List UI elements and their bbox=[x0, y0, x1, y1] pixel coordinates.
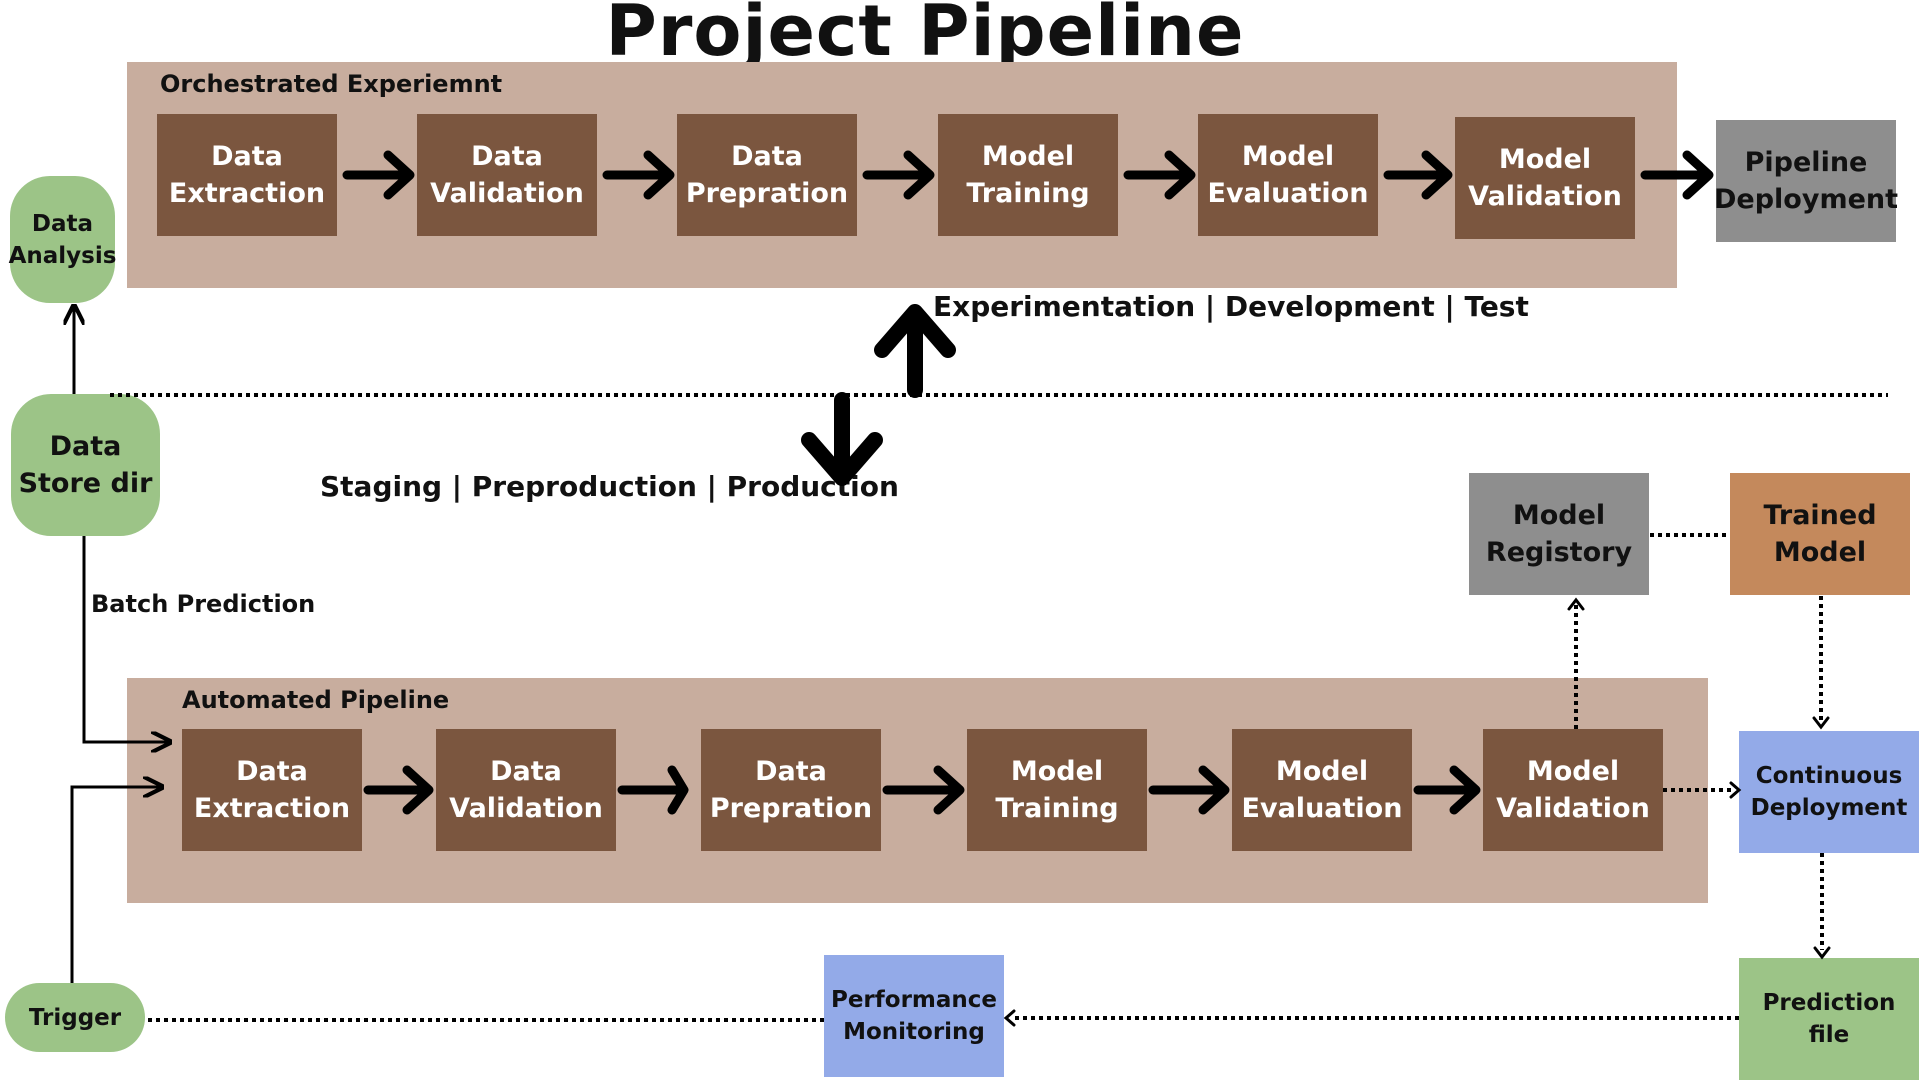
big-down-arrow bbox=[801, 392, 883, 486]
top-step-data-preparation: Data Prepration bbox=[677, 114, 857, 236]
top-flow-arrows bbox=[342, 150, 1714, 200]
prediction-arrowhead bbox=[1813, 946, 1831, 960]
big-up-arrow bbox=[874, 304, 956, 398]
batch-prediction-connector bbox=[82, 536, 168, 742]
batch-prediction-label: Batch Prediction bbox=[91, 590, 316, 618]
model-registry-box: Model Registory bbox=[1469, 473, 1649, 595]
top-step-data-extraction: Data Extraction bbox=[157, 114, 337, 236]
cd-arrowhead-top bbox=[1812, 716, 1830, 730]
data-store-node: Data Store dir bbox=[11, 394, 160, 536]
env-bottom-label: Staging | Preproduction | Production bbox=[320, 470, 899, 503]
bottom-arrow-4 bbox=[1148, 765, 1230, 815]
top-step-data-validation: Data Validation bbox=[417, 114, 597, 236]
bottom-step-data-validation: Data Validation bbox=[436, 729, 616, 851]
bottom-arrow-3 bbox=[882, 765, 965, 815]
top-arrow-2 bbox=[602, 150, 675, 200]
bottom-step-model-validation: Model Validation bbox=[1483, 729, 1663, 851]
bottom-step-data-preparation: Data Prepration bbox=[701, 729, 881, 851]
top-step-model-evaluation: Model Evaluation bbox=[1198, 114, 1378, 236]
top-arrow-4 bbox=[1123, 150, 1196, 200]
performance-monitoring-box: Performance Monitoring bbox=[824, 955, 1004, 1077]
bottom-flow-arrows bbox=[363, 765, 1481, 815]
bottom-arrow-5 bbox=[1413, 765, 1481, 815]
cd-arrowhead-left bbox=[1729, 781, 1742, 799]
bottom-arrow-1 bbox=[363, 765, 434, 815]
prediction-file-box: Prediction file bbox=[1739, 958, 1919, 1080]
top-arrow-3 bbox=[862, 150, 935, 200]
env-top-label: Experimentation | Development | Test bbox=[933, 290, 1529, 323]
top-step-model-training: Model Training bbox=[938, 114, 1118, 236]
monitoring-arrowhead bbox=[1003, 1009, 1016, 1027]
bottom-step-model-evaluation: Model Evaluation bbox=[1232, 729, 1412, 851]
trigger-node: Trigger bbox=[5, 983, 145, 1052]
trigger-connector bbox=[70, 787, 160, 983]
top-step-model-validation: Model Validation bbox=[1455, 117, 1635, 239]
diagram-title: Project Pipeline bbox=[605, 0, 1245, 72]
continuous-deployment-box: Continuous Deployment bbox=[1739, 731, 1919, 853]
top-arrow-6 bbox=[1640, 150, 1714, 200]
bottom-arrow-2 bbox=[617, 765, 689, 815]
bottom-step-model-training: Model Training bbox=[967, 729, 1147, 851]
registry-arrowhead bbox=[1567, 597, 1585, 611]
orchestrated-experiment-label: Orchestrated Experiemnt bbox=[160, 70, 503, 98]
top-arrow-1 bbox=[342, 150, 415, 200]
automated-pipeline-label: Automated Pipeline bbox=[182, 686, 450, 714]
top-arrow-5 bbox=[1383, 150, 1453, 200]
bottom-step-data-extraction: Data Extraction bbox=[182, 729, 362, 851]
trained-model-box: Trained Model bbox=[1730, 473, 1910, 595]
pipeline-deployment-box: Pipeline Deployment bbox=[1714, 120, 1898, 242]
data-analysis-node: Data Analysis bbox=[9, 176, 116, 303]
